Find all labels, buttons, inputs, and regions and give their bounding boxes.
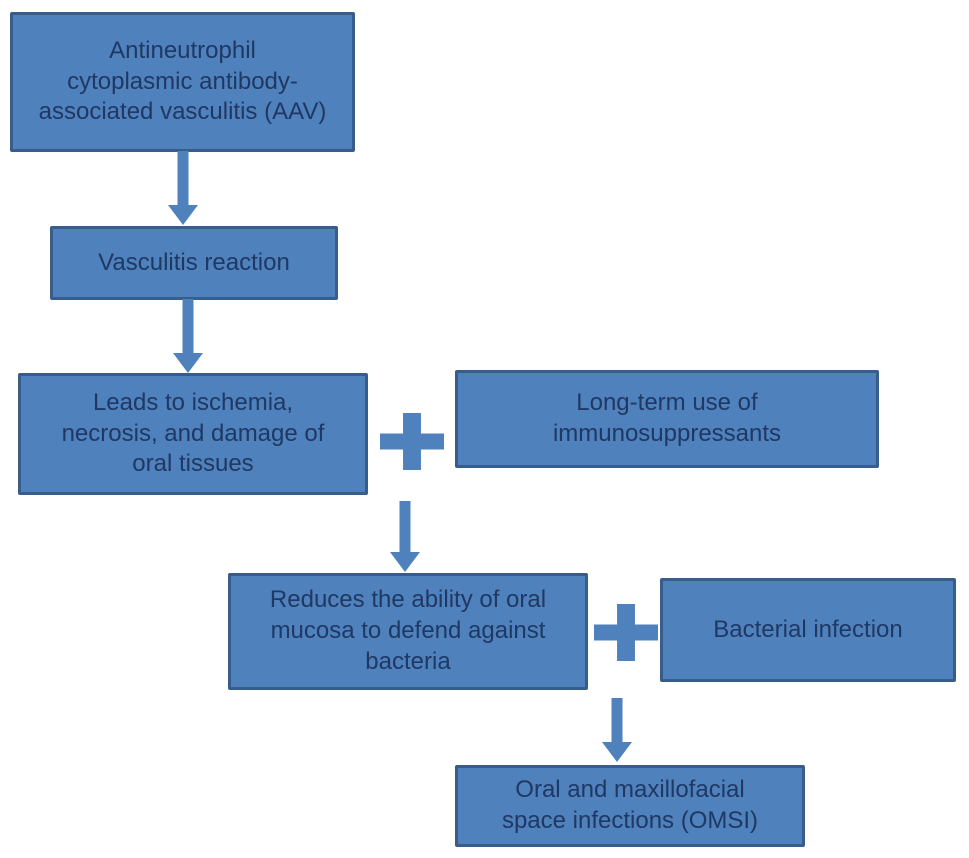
box-omsi-label: Oral and maxillofacial space infections …: [501, 776, 759, 834]
box-aav: Antineutrophil cytoplasmic antibody- ass…: [10, 12, 355, 152]
arrow-down-icon: [173, 299, 203, 373]
box-ischemia-label: Leads to ischemia, necrosis, and damage …: [61, 388, 325, 478]
box-bacterial-infection-label: Bacterial infection: [713, 615, 903, 643]
arrow-down-icon: [602, 698, 632, 762]
box-ischemia: Leads to ischemia, necrosis, and damage …: [18, 373, 368, 495]
arrow-head: [390, 552, 420, 572]
box-immunosuppressants: Long-term use of immunosuppressants: [455, 370, 879, 468]
box-aav-label: Antineutrophil cytoplasmic antibody- ass…: [38, 36, 327, 126]
box-vasculitis-reaction-label: Vasculitis reaction: [98, 248, 290, 276]
box-vasculitis-reaction: Vasculitis reaction: [50, 226, 338, 300]
arrow-head: [168, 205, 198, 225]
arrow-shaft: [177, 151, 189, 209]
arrow-shaft: [399, 501, 411, 556]
plus-icon: [380, 413, 444, 470]
box-mucosa-defense: Reduces the ability of oral mucosa to de…: [228, 573, 588, 690]
arrow-head: [602, 742, 632, 762]
arrow-down-icon: [168, 151, 198, 225]
arrow-down-icon: [390, 501, 420, 572]
arrow-shaft: [182, 299, 194, 357]
box-omsi: Oral and maxillofacial space infections …: [455, 765, 805, 847]
plus-icon: [594, 604, 658, 661]
box-bacterial-infection: Bacterial infection: [660, 578, 956, 682]
box-mucosa-defense-label: Reduces the ability of oral mucosa to de…: [269, 586, 547, 675]
box-immunosuppressants-label: Long-term use of immunosuppressants: [552, 389, 782, 447]
arrow-shaft: [611, 698, 623, 746]
arrow-head: [173, 353, 203, 373]
